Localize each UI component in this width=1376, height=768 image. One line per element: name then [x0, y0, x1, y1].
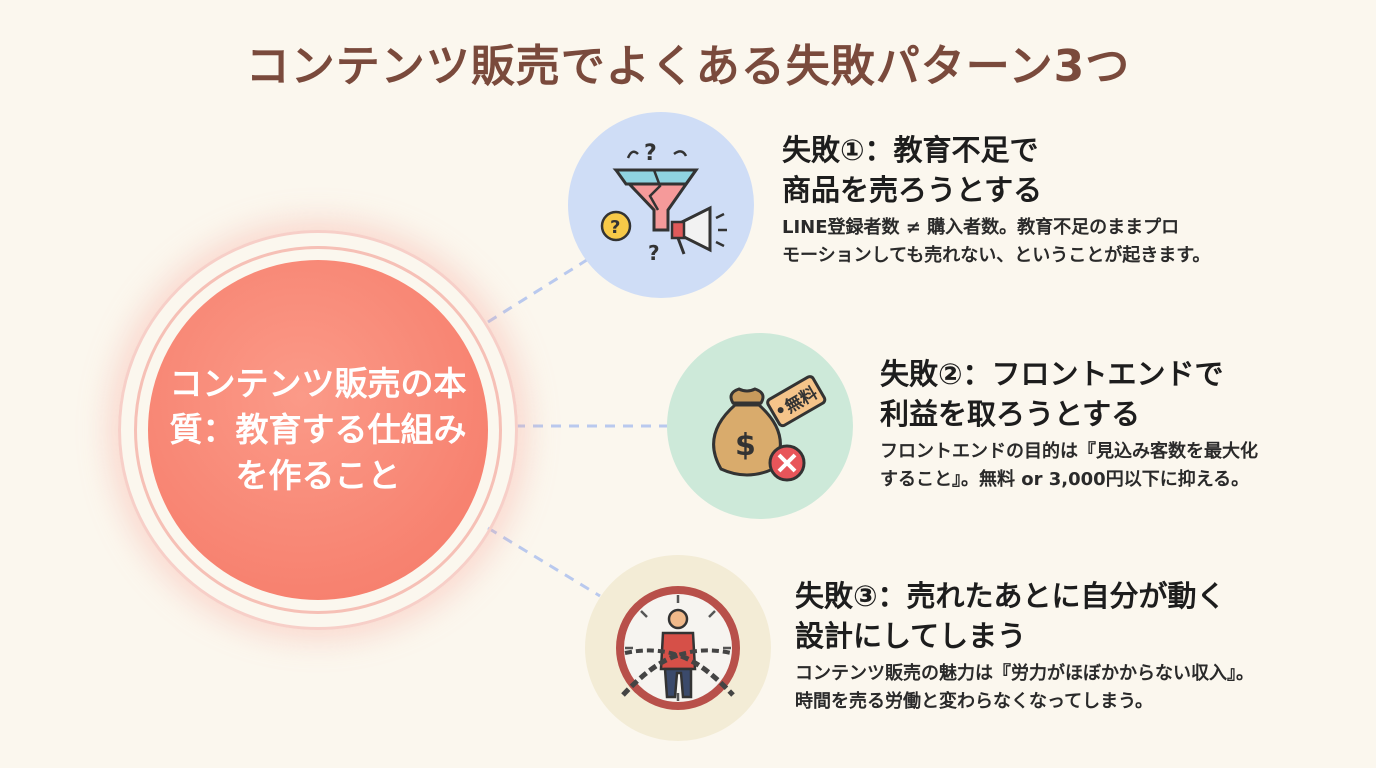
item-desc-line: コンテンツ販売の魅力は『労力がほぼかからない収入』。 — [795, 663, 1254, 684]
item-title-line: 失敗②：フロントエンドで — [880, 357, 1224, 391]
svg-text:?: ? — [610, 217, 620, 238]
icon-circle-3 — [585, 555, 771, 741]
item-1-title: 失敗①：教育不足で 商品を売ろうとする — [782, 130, 1042, 210]
item-title-line: 商品を売ろうとする — [782, 173, 1043, 207]
svg-text:$: $ — [735, 428, 756, 463]
hub-text: コンテンツ販売の本 質：教育する仕組み を作ること — [168, 361, 468, 499]
hub-line: 質：教育する仕組み — [169, 410, 467, 449]
page-title: コンテンツ販売でよくある失敗パターン3つ — [245, 41, 1131, 92]
item-title-line: 設計にしてしまう — [795, 619, 1027, 653]
item-2-description: フロントエンドの目的は『見込み客数を最大化 すること』。無料 or 3,000円… — [880, 438, 1258, 494]
funnel-megaphone-icon: ? ? ? — [600, 141, 727, 265]
item-desc-line: 時間を売る労働と変わらなくなってしまう。 — [795, 691, 1154, 712]
item-title-line: 失敗①：教育不足で — [782, 133, 1039, 167]
item-desc-line: モーションしても売れない、ということが起きます。 — [782, 245, 1211, 266]
item-3-title: 失敗③：売れたあとに自分が動く 設計にしてしまう — [795, 576, 1226, 656]
item-2-title: 失敗②：フロントエンドで 利益を取ろうとする — [880, 354, 1224, 434]
connector-1 — [487, 256, 591, 324]
icon-circle-1: ? ? ? — [568, 112, 754, 298]
item-desc-line: すること』。無料 or 3,000円以下に抑える。 — [880, 469, 1250, 490]
item-title-line: 失敗③：売れたあとに自分が動く — [795, 579, 1226, 613]
item-1-description: LINE登録者数 ≠ 購入者数。教育不足のままプロ モーションしても売れない、と… — [782, 214, 1210, 270]
chained-clock-icon — [616, 586, 740, 710]
hub-line: コンテンツ販売の本 — [169, 364, 467, 403]
hub-ring — [134, 246, 502, 614]
hub-glow — [118, 230, 518, 630]
item-3-description: コンテンツ販売の魅力は『労力がほぼかからない収入』。 時間を売る労働と変わらなく… — [795, 660, 1254, 716]
hub-line: を作ること — [235, 456, 401, 495]
item-desc-line: LINE登録者数 ≠ 購入者数。教育不足のままプロ — [782, 217, 1180, 238]
money-bag-icon: $ 無料 — [712, 375, 827, 482]
svg-text:?: ? — [648, 241, 660, 265]
connector-3 — [487, 526, 601, 598]
svg-text:?: ? — [644, 141, 657, 166]
hub-circle: コンテンツ販売の本 質：教育する仕組み を作ること — [148, 260, 488, 600]
item-title-line: 利益を取ろうとする — [880, 397, 1141, 431]
icon-circle-2: $ 無料 — [667, 333, 853, 519]
item-desc-line: フロントエンドの目的は『見込み客数を最大化 — [880, 441, 1258, 462]
